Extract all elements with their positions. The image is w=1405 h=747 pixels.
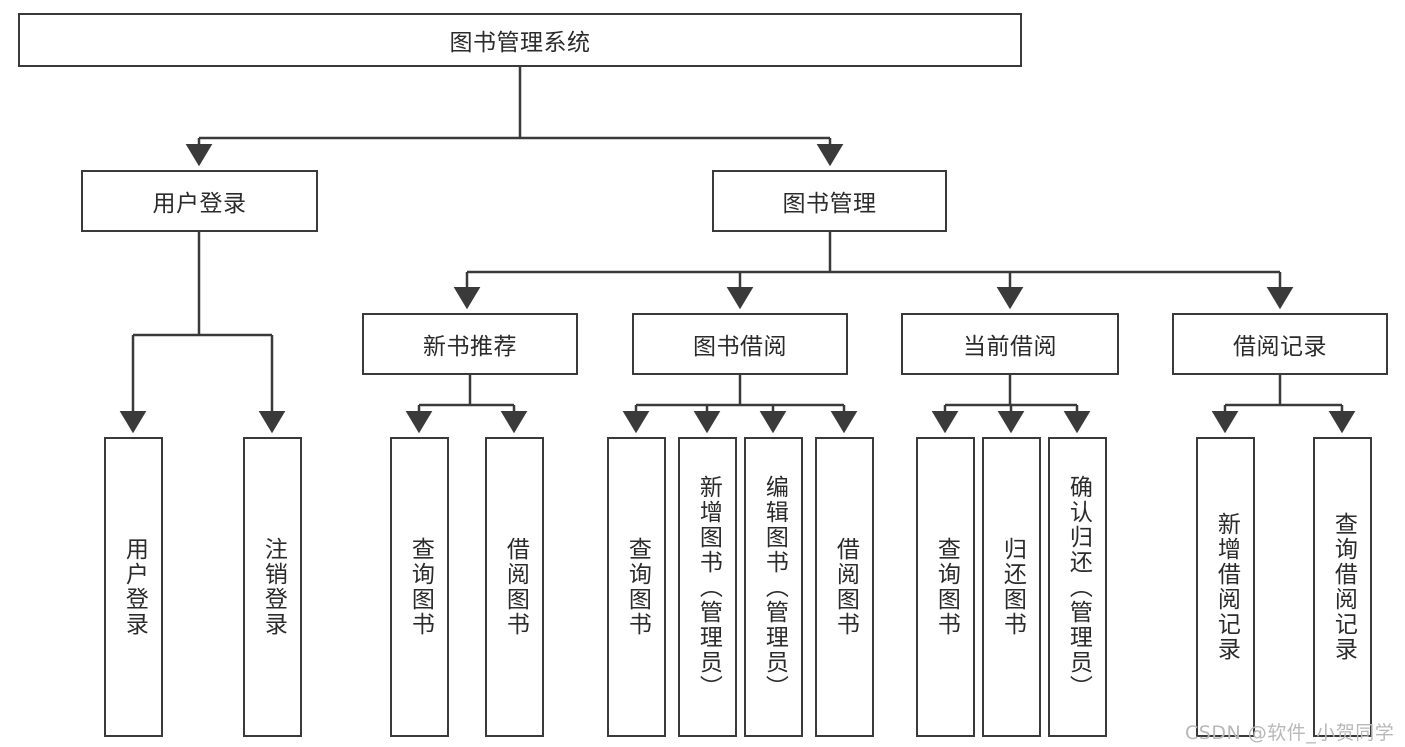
node-book-borrow[interactable]: 图书借阅 <box>632 313 848 375</box>
node-leaf-logout[interactable]: 注销登录 <box>243 437 302 737</box>
leaf-label: 注销登录 <box>260 537 287 637</box>
leaf-label: 借阅图书 <box>832 537 859 637</box>
leaf-label: 查询图书 <box>624 537 651 637</box>
leaf-label: 确认归还（管理员） <box>1065 474 1092 700</box>
leaf-label: 归还图书 <box>999 537 1026 637</box>
watermark-text: CSDN @软件_小贺同学 <box>1185 722 1395 744</box>
node-leaf-query-book-1[interactable]: 查询图书 <box>390 437 449 737</box>
leaf-label: 新增借阅记录 <box>1213 512 1240 662</box>
node-current-borrow[interactable]: 当前借阅 <box>901 313 1119 375</box>
leaf-label: 借阅图书 <box>502 537 529 637</box>
node-leaf-query-borrow-record[interactable]: 查询借阅记录 <box>1313 437 1372 737</box>
leaf-label: 新增图书（管理员） <box>695 474 722 700</box>
leaf-label: 查询借阅记录 <box>1330 512 1357 662</box>
leaf-label: 用户登录 <box>121 537 148 637</box>
node-leaf-query-book-3[interactable]: 查询图书 <box>916 437 975 737</box>
leaf-label: 编辑图书（管理员） <box>761 474 788 700</box>
node-leaf-query-book-2[interactable]: 查询图书 <box>607 437 666 737</box>
node-borrow-record[interactable]: 借阅记录 <box>1172 313 1388 375</box>
node-leaf-confirm-return[interactable]: 确认归还（管理员） <box>1048 437 1107 737</box>
node-new-book-recommend[interactable]: 新书推荐 <box>362 313 578 375</box>
node-root[interactable]: 图书管理系统 <box>18 13 1022 67</box>
node-user-login[interactable]: 用户登录 <box>81 170 318 232</box>
node-leaf-add-book[interactable]: 新增图书（管理员） <box>678 437 737 737</box>
leaf-label: 查询图书 <box>407 537 434 637</box>
node-leaf-user-login[interactable]: 用户登录 <box>104 437 163 737</box>
leaf-label: 查询图书 <box>933 537 960 637</box>
node-leaf-edit-book[interactable]: 编辑图书（管理员） <box>744 437 803 737</box>
node-book-manage[interactable]: 图书管理 <box>712 170 947 232</box>
node-leaf-borrow-book-2[interactable]: 借阅图书 <box>815 437 874 737</box>
node-leaf-return-book[interactable]: 归还图书 <box>982 437 1041 737</box>
node-leaf-add-borrow-record[interactable]: 新增借阅记录 <box>1196 437 1255 737</box>
node-leaf-borrow-book-1[interactable]: 借阅图书 <box>485 437 544 737</box>
